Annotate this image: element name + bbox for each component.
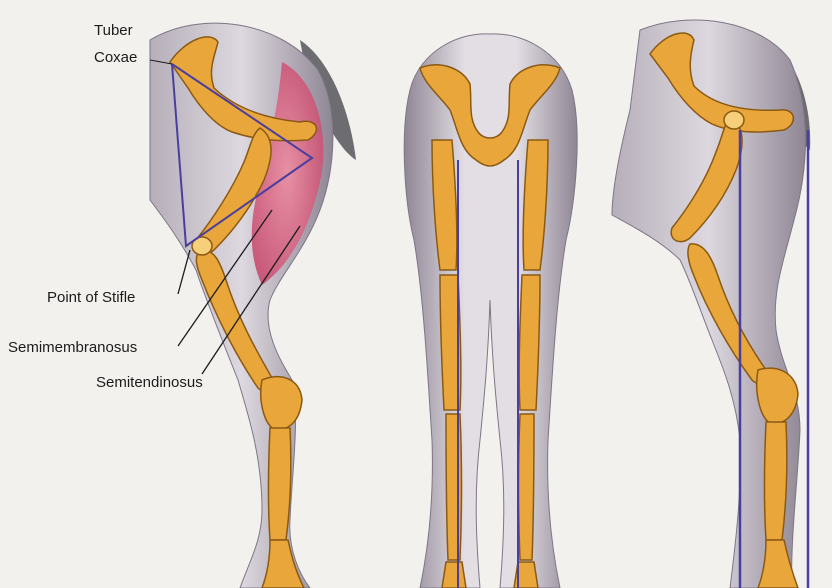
rear-silhouette	[404, 34, 577, 588]
label-point-of-stifle: Point of Stifle	[47, 289, 135, 307]
label-semitendinosus: Semitendinosus	[96, 374, 203, 392]
right-panel-side-alignment	[612, 20, 810, 588]
label-tuber: Tuber	[94, 22, 133, 40]
right-hip-joint	[724, 111, 744, 129]
left-panel-side-muscles	[150, 23, 356, 588]
right-cannon-bone	[765, 422, 787, 540]
cannon-bone	[269, 428, 291, 540]
label-semimembranosus: Semimembranosus	[8, 339, 137, 357]
label-coxae: Coxae	[94, 49, 137, 67]
stifle-leader	[178, 250, 190, 294]
middle-panel-rear-view	[404, 34, 577, 588]
